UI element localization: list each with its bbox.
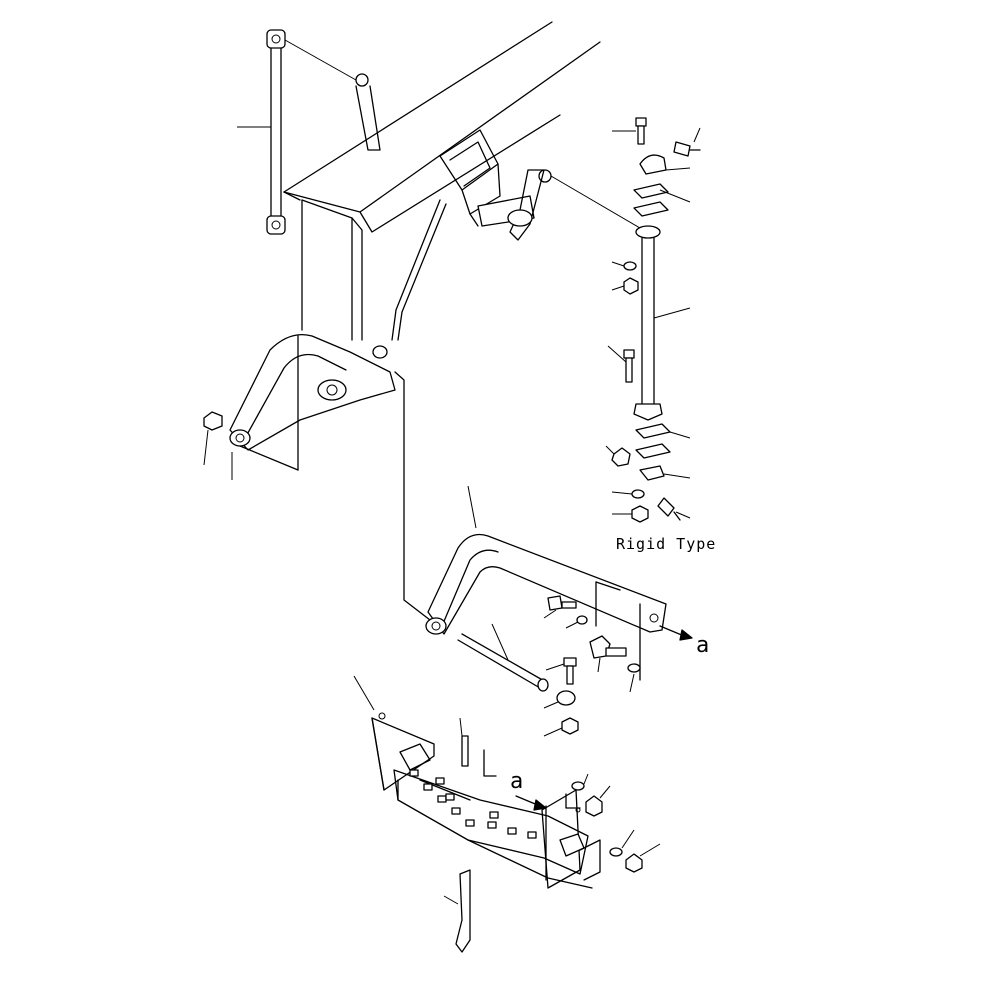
pivot-pin	[457, 623, 549, 692]
callout-a-upper: a	[696, 633, 709, 658]
rigid-rod-assembly	[605, 117, 701, 523]
top-link-rod	[237, 29, 357, 235]
main-frame	[283, 21, 601, 341]
bottom-bracket: a	[353, 675, 661, 953]
left-nut	[203, 411, 223, 466]
rigid-type-label: Rigid Type	[616, 535, 716, 553]
right-lever	[507, 169, 641, 241]
callout-a-lower: a	[510, 769, 523, 794]
left-pivot-arm	[229, 333, 396, 480]
lower-arm: a	[425, 485, 709, 681]
upper-lever	[355, 73, 381, 151]
lower-hardware	[543, 595, 641, 737]
vertical-link-line	[394, 371, 431, 621]
control-rod	[391, 199, 447, 341]
